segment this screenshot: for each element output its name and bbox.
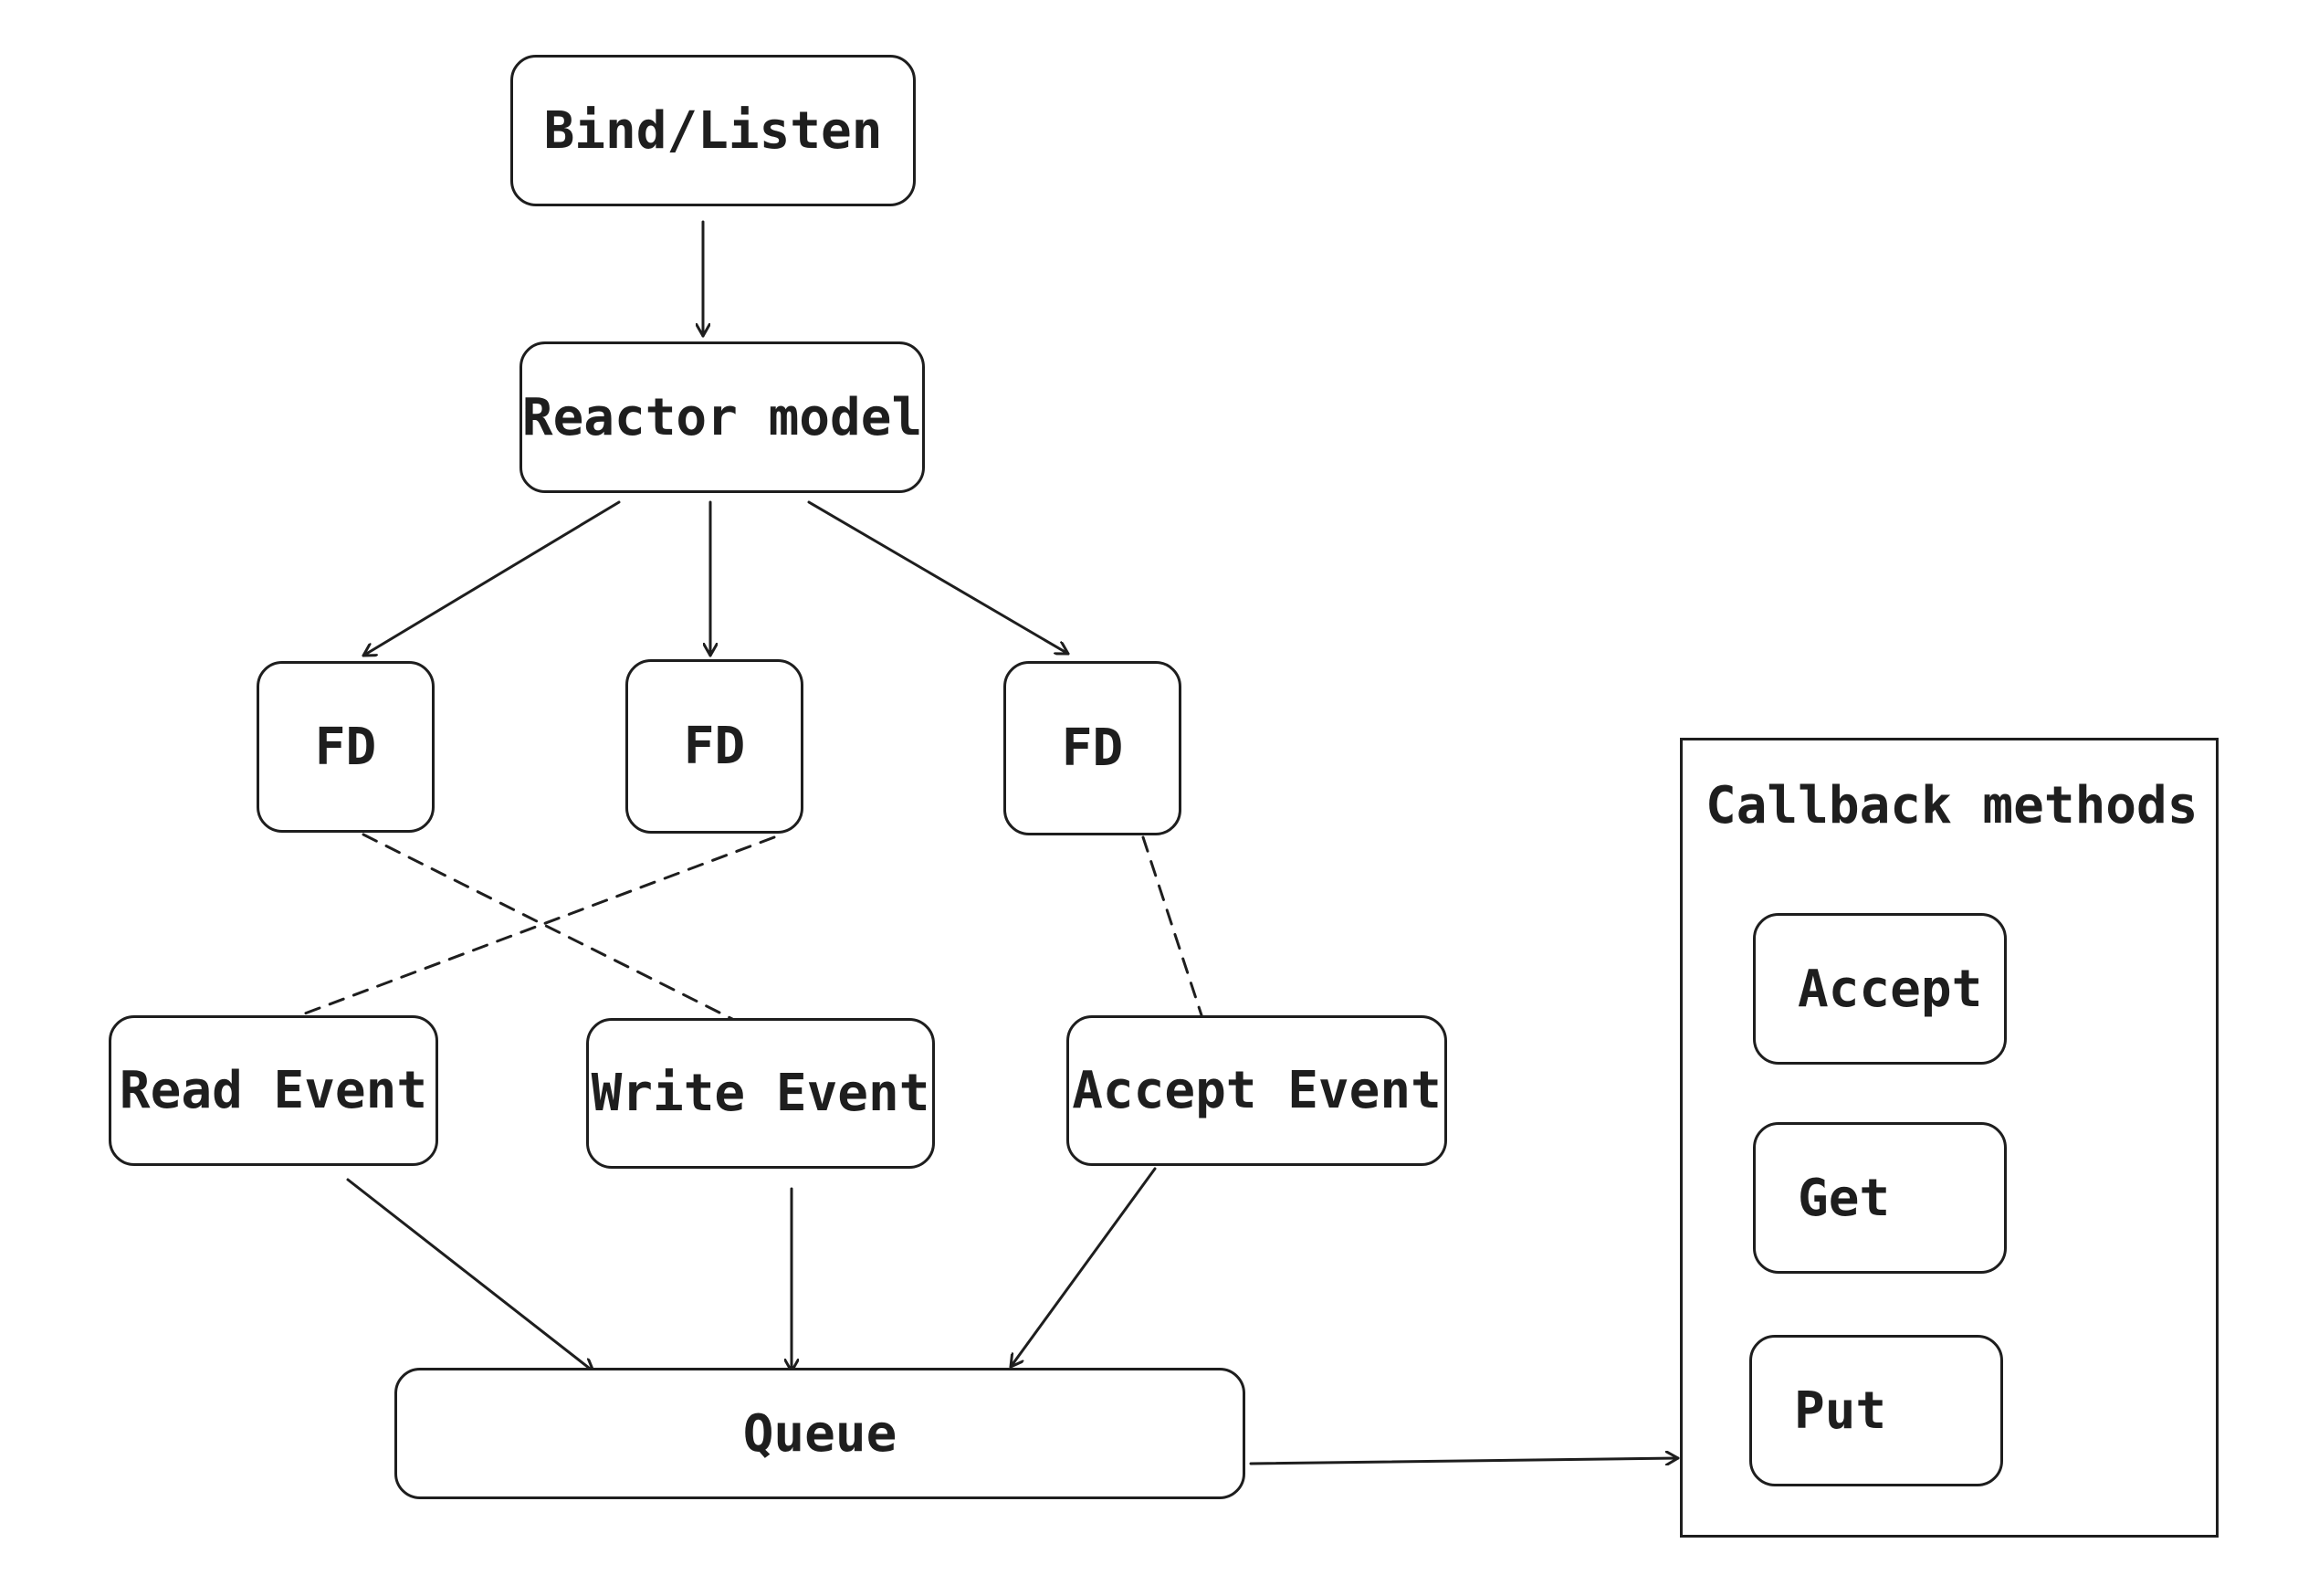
node-accept-event: Accept Event	[1066, 1015, 1447, 1166]
arrow-reactor-to-fd-1	[362, 500, 621, 657]
callback-methods-panel	[1680, 738, 2219, 1538]
node-fd-2: FD	[625, 659, 803, 834]
arrow-read-event-to-queue	[346, 1178, 595, 1373]
node-fd-3: FD	[1003, 661, 1181, 835]
node-reactor-model: Reactor model	[519, 341, 925, 493]
dashed-fd-2-to-read-event	[296, 835, 776, 1018]
callback-put: Put	[1749, 1335, 2003, 1486]
dashed-fd-1-to-write-event	[362, 833, 738, 1023]
arrow-reactor-to-fd-3	[807, 500, 1070, 656]
node-read-event: Read Event	[109, 1015, 438, 1166]
arrow-queue-to-callbacks	[1249, 1458, 1680, 1464]
callback-get: Get	[1753, 1122, 2007, 1274]
callback-accept: Accept	[1753, 913, 2007, 1065]
callback-methods-title: Callback methods	[1705, 776, 2198, 835]
node-write-event: Write Event	[586, 1018, 935, 1169]
dashed-fd-3-to-accept-event	[1141, 835, 1205, 1023]
node-fd-1: FD	[257, 661, 435, 833]
arrow-accept-event-to-queue	[1009, 1167, 1157, 1369]
node-bind-listen: Bind/Listen	[510, 55, 916, 206]
node-queue: Queue	[394, 1368, 1245, 1499]
